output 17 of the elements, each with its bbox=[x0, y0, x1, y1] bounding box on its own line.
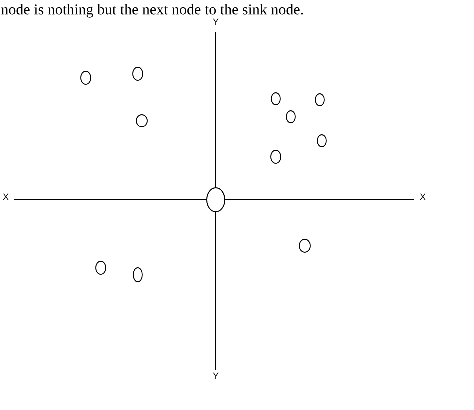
sensor-node bbox=[286, 110, 296, 124]
sensor-node bbox=[133, 268, 143, 282]
sensor-node bbox=[132, 67, 144, 81]
sensor-node bbox=[96, 261, 106, 275]
axis-label: Y bbox=[213, 372, 219, 380]
text-line: node is nothing but the next node to the sink node. bbox=[2, 4, 304, 18]
sensor-node bbox=[317, 134, 327, 148]
sensor-node bbox=[136, 114, 148, 128]
sink-node bbox=[206, 188, 226, 212]
sensor-node bbox=[271, 92, 281, 106]
axis-label: X bbox=[3, 194, 9, 200]
axis-label: Y bbox=[213, 18, 219, 26]
axis-label: X bbox=[420, 194, 426, 200]
sensor-node bbox=[80, 71, 92, 85]
sensor-node bbox=[315, 94, 325, 106]
sensor-node bbox=[299, 239, 311, 253]
sensor-node bbox=[270, 150, 282, 164]
